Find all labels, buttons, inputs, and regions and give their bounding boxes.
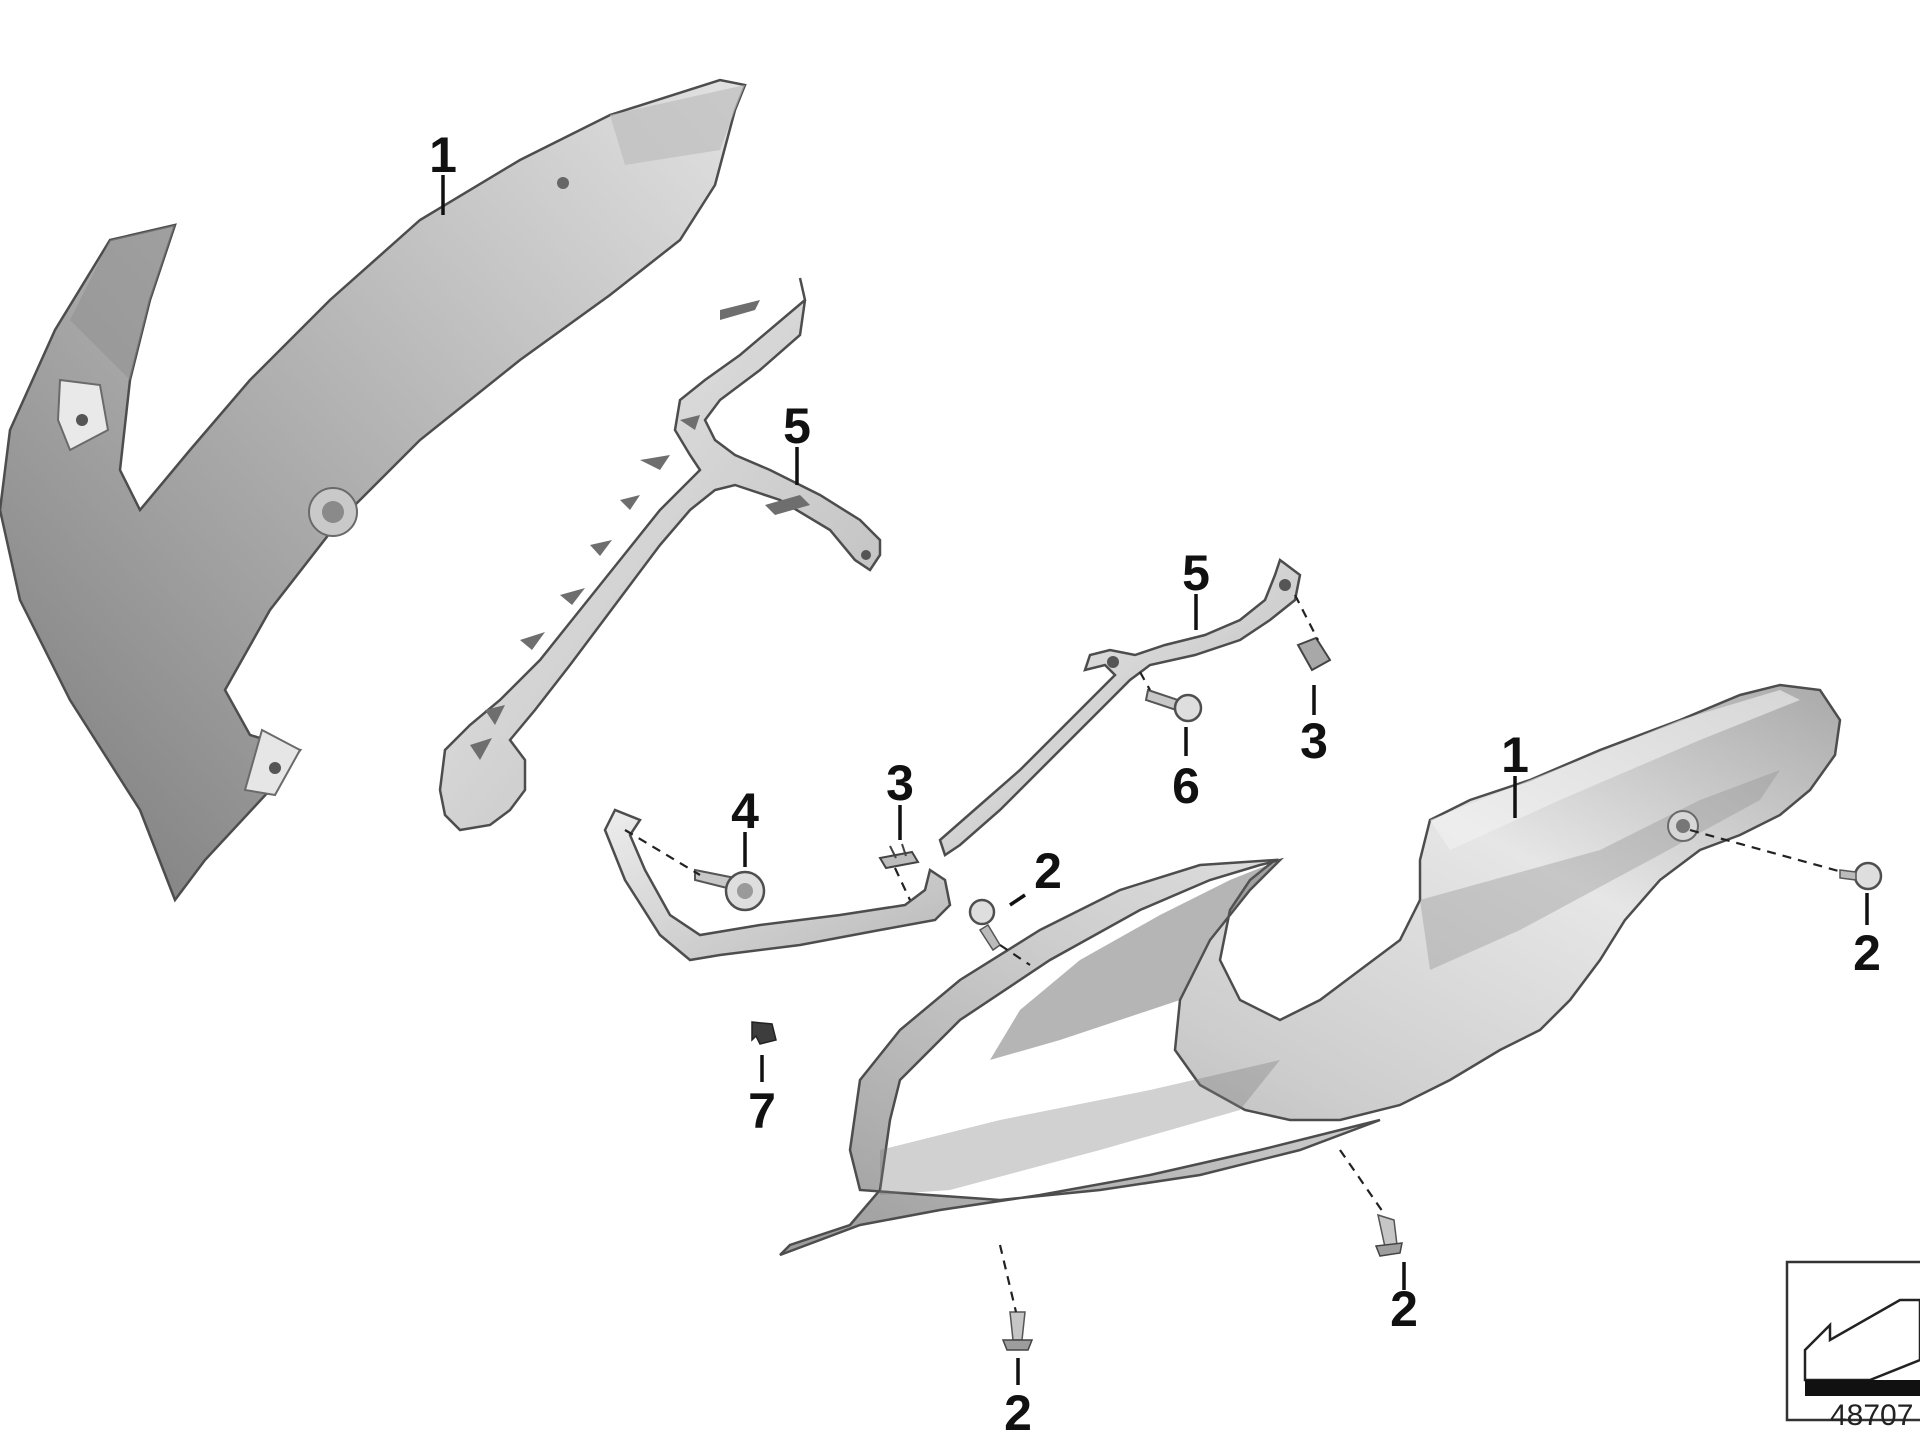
callout-5-lower-bracket: 5	[1182, 545, 1210, 601]
callout-labels: 1 1 5 5 3 3 6 4 2 2 2 2 7	[429, 127, 1881, 1440]
clip-nut-part-3-left	[878, 843, 920, 870]
callout-3-right: 3	[1300, 713, 1328, 769]
direction-arrow-icon	[1803, 1298, 1920, 1382]
callout-5-upper-bracket: 5	[783, 398, 811, 454]
reference-number: 48707	[1830, 1399, 1913, 1432]
callout-2-middle: 2	[1034, 843, 1062, 899]
callout-3-left: 3	[886, 755, 914, 811]
lower-mounting-bracket	[938, 557, 1302, 857]
callout-6: 6	[1172, 758, 1200, 814]
reference-icon-box: 48707	[1785, 1260, 1920, 1432]
upper-mounting-bracket	[438, 277, 882, 832]
callout-2-right: 2	[1853, 925, 1881, 981]
lower-fairing-panel	[779, 683, 1842, 1257]
bolt-part-4	[694, 868, 766, 912]
callout-1-upper-panel: 1	[429, 127, 457, 183]
assembly-lines	[624, 594, 1843, 1313]
leader-lines	[441, 175, 1869, 1385]
callout-4: 4	[731, 783, 759, 839]
callout-7: 7	[748, 1083, 776, 1139]
clip-nut-part-3-right	[1296, 636, 1332, 672]
screw-part-2-bottom-left	[1001, 1311, 1034, 1351]
bolt-part-6	[1144, 688, 1203, 723]
callout-1-lower-panel: 1	[1501, 727, 1529, 783]
screw-part-2-right	[1839, 861, 1883, 891]
screw-part-2-middle	[968, 898, 1001, 952]
lower-clip-bracket	[603, 808, 952, 962]
callout-2-bottom-left: 2	[1004, 1385, 1032, 1440]
screw-part-2-bottom-right	[1374, 1213, 1403, 1257]
callout-2-bottom-right: 2	[1390, 1281, 1418, 1337]
upper-fairing-panel	[0, 78, 747, 903]
plug-part-7	[751, 1021, 777, 1045]
